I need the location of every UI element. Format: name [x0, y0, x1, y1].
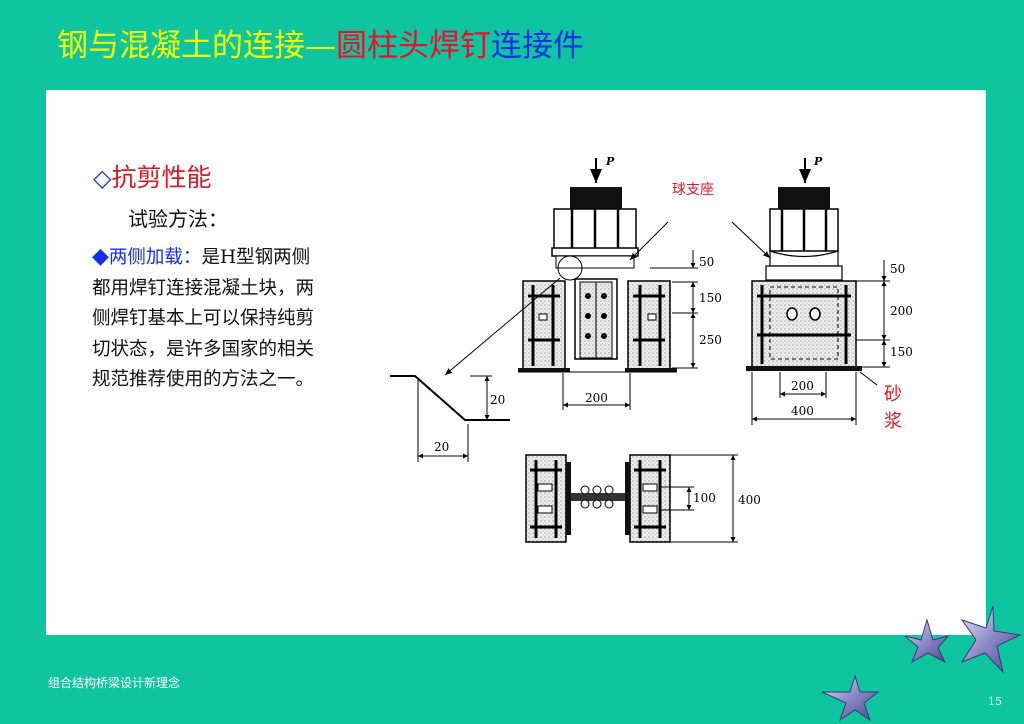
dim-right-200: 200 [890, 304, 913, 318]
plan-view: 100 400 [525, 454, 761, 543]
detail-dim-20-horizontal: 20 [434, 440, 449, 454]
section-heading: ◇抗剪性能 [93, 158, 211, 194]
bullet-paragraph: ◆两侧加载：是H型钢两侧都用焊钉连接混凝土块，两侧焊钉基本上可以保持纯剪切状态，… [92, 242, 327, 396]
notch-detail: 20 20 [390, 375, 510, 462]
title-part-2: 圆柱头焊钉 [336, 28, 491, 64]
slide-title: 钢与混凝土的连接—圆柱头焊钉连接件 [57, 28, 584, 65]
title-part-3: 连接件 [491, 28, 584, 64]
dim-left-250: 250 [699, 333, 722, 347]
diamond-filled-icon: ◆ [92, 244, 109, 269]
load-label-2: P [813, 155, 823, 168]
detail-dim-20-vertical: 20 [490, 393, 505, 407]
mortar-label-1: 砂 [884, 384, 902, 405]
dim-right-bottom-200: 200 [791, 379, 814, 393]
load-label-1: P [605, 155, 615, 168]
dim-right-150: 150 [890, 345, 913, 359]
section-heading-text: 抗剪性能 [111, 163, 212, 192]
dim-right-bottom-400: 400 [791, 404, 814, 418]
ball-support-label: 球支座 [672, 182, 714, 198]
dim-left-200: 200 [585, 391, 608, 405]
dim-left-50: 50 [699, 255, 714, 269]
mortar-label-2: 浆 [884, 411, 902, 432]
bullet-text: 是H型钢两侧都用焊钉连接混凝土块，两侧焊钉基本上可以保持纯剪切状态，是许多国家的… [92, 247, 315, 390]
plan-dim-100: 100 [693, 491, 716, 505]
footer-text: 组合结构桥梁设计新理念 [48, 676, 181, 690]
subheading: 试验方法： [128, 207, 228, 231]
right-elevation: P 50 200 150 [731, 155, 913, 425]
dim-left-150: 150 [699, 291, 722, 305]
star-icon [821, 674, 880, 722]
left-elevation: P [444, 155, 722, 410]
test-setup-diagram: P [390, 155, 913, 543]
star-icon [904, 618, 950, 664]
plan-dim-400: 400 [738, 493, 761, 507]
dim-right-50: 50 [890, 262, 905, 276]
title-part-1: 钢与混凝土的连接— [57, 28, 336, 64]
bullet-label: 两侧加载： [108, 247, 202, 268]
star-icon [960, 605, 1022, 674]
page-number: 15 [988, 695, 1002, 708]
diamond-outline-icon: ◇ [93, 164, 112, 192]
